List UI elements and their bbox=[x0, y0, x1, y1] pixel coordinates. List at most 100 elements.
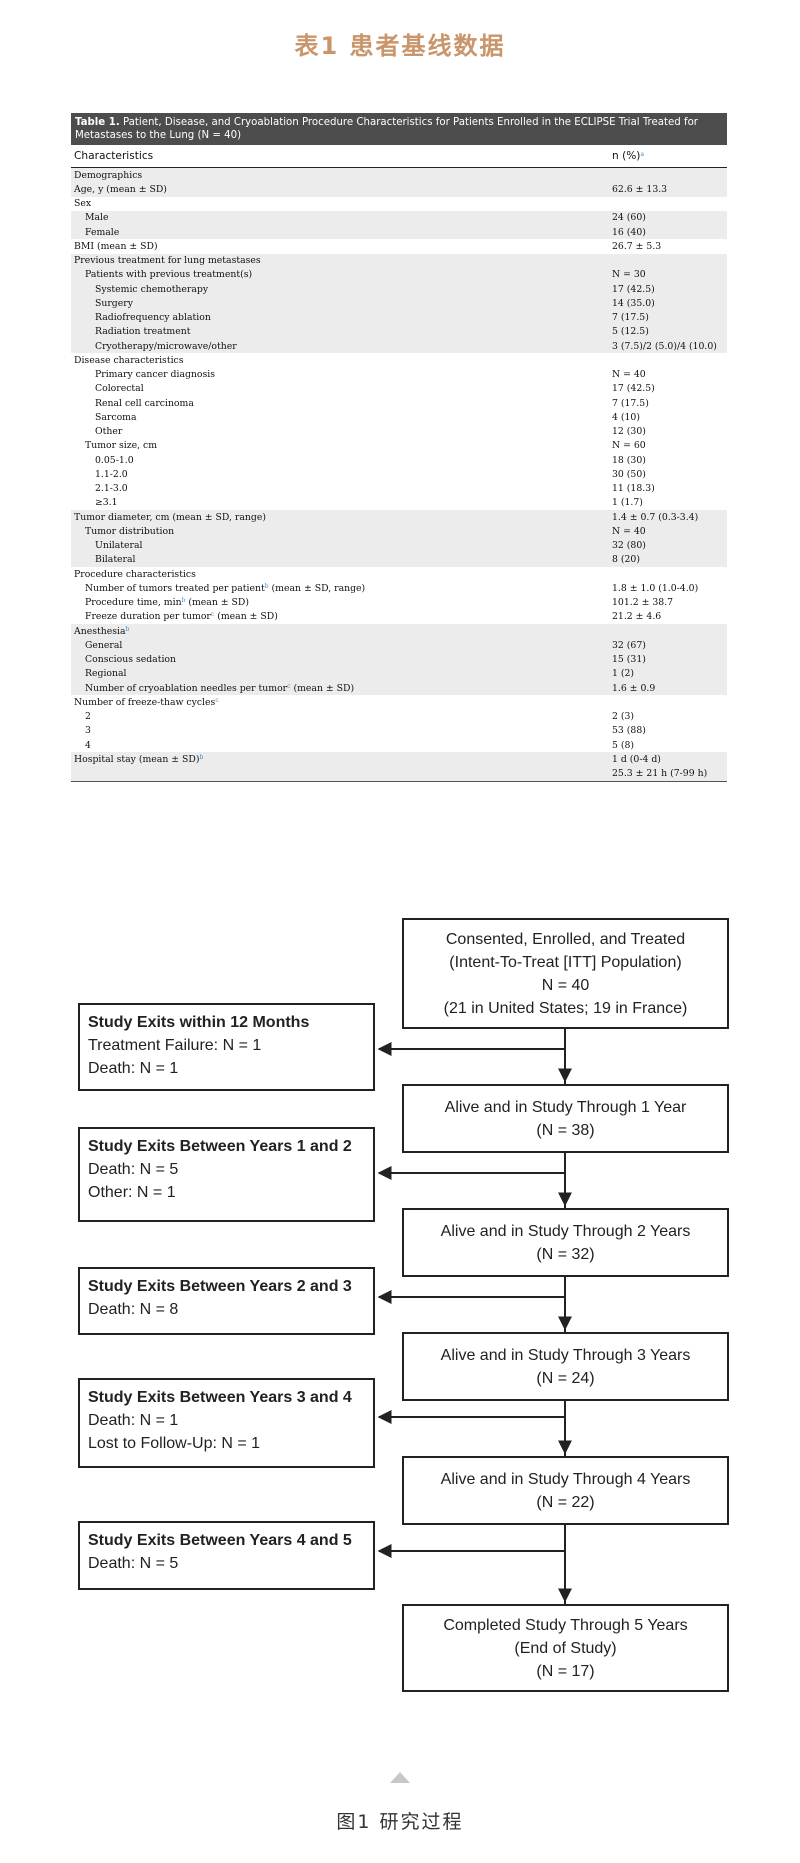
characteristic-label: Tumor distribution bbox=[85, 525, 175, 537]
value-cell: 3 (7.5)/2 (5.0)/4 (10.0) bbox=[609, 339, 727, 354]
value-cell: 7 (17.5) bbox=[612, 397, 649, 409]
characteristic-label: Freeze duration per tumor bbox=[85, 611, 211, 623]
characteristic-label: Sex bbox=[74, 198, 92, 210]
characteristic-cell: Number of cryoablation needles per tumor… bbox=[71, 681, 609, 696]
value-cell: 18 (30) bbox=[612, 454, 646, 466]
exit-box-years-2-3: Study Exits Between Years 2 and 3 Death:… bbox=[78, 1267, 375, 1335]
col-characteristics-header: Characteristics bbox=[71, 145, 609, 168]
characteristic-cell: Procedure characteristics bbox=[71, 567, 609, 581]
caret-up-icon bbox=[390, 1772, 410, 1783]
characteristic-cell: Patients with previous treatment(s) bbox=[71, 267, 609, 282]
value-cell bbox=[609, 624, 727, 639]
value-cell: 12 (30) bbox=[612, 426, 646, 438]
characteristic-cell: Bilateral bbox=[71, 552, 609, 567]
flow-box-line: (Intent-To-Treat [ITT] Population) bbox=[449, 953, 682, 971]
characteristic-cell: General bbox=[71, 638, 609, 653]
characteristic-label: Male bbox=[85, 212, 109, 224]
characteristic-cell: Tumor diameter, cm (mean ± SD, range) bbox=[71, 510, 609, 525]
exit-box-heading: Study Exits Between Years 1 and 2 bbox=[88, 1138, 352, 1155]
characteristic-label: Tumor diameter, cm (mean ± SD, range) bbox=[74, 511, 266, 523]
table-row: Number of freeze-thaw cyclesc bbox=[71, 695, 727, 709]
characteristic-label: 0.05-1.0 bbox=[95, 454, 134, 466]
characteristic-cell: Tumor size, cm bbox=[71, 439, 609, 453]
exit-box-line: Death: N = 8 bbox=[88, 1301, 179, 1318]
characteristic-label: Number of tumors treated per patient bbox=[85, 582, 265, 594]
characteristic-label: 2 bbox=[85, 711, 91, 723]
characteristic-cell: Colorectal bbox=[71, 382, 609, 396]
table-row: 0.05-1.0 18 (30) bbox=[71, 453, 727, 467]
table-row: 2 2 (3) bbox=[71, 710, 727, 724]
characteristic-label: General bbox=[85, 639, 123, 651]
characteristic-cell: BMI (mean ± SD) bbox=[71, 239, 609, 253]
table-caption-label: Table 1. bbox=[75, 117, 120, 128]
value-cell: 26.7 ± 5.3 bbox=[612, 240, 662, 252]
table-caption: Table 1. Patient, Disease, and Cryoablat… bbox=[71, 113, 727, 145]
value-cell: 16 (40) bbox=[609, 225, 727, 240]
characteristic-label: Disease characteristics bbox=[74, 354, 184, 366]
value-cell: 15 (31) bbox=[609, 652, 727, 667]
flow-box-year-2: Alive and in Study Through 2 Years (N = … bbox=[402, 1208, 729, 1277]
characteristic-cell: Systemic chemotherapy bbox=[71, 282, 609, 297]
characteristic-label: Age, y (mean ± SD) bbox=[74, 183, 167, 195]
table-row: Procedure characteristics bbox=[71, 567, 727, 581]
characteristic-label: 1.1-2.0 bbox=[95, 468, 128, 480]
value-cell: 32 (67) bbox=[609, 638, 727, 653]
characteristic-cell: Tumor distribution bbox=[71, 524, 609, 539]
characteristic-cell: Disease characteristics bbox=[71, 353, 609, 367]
characteristic-label: Patients with previous treatment(s) bbox=[85, 269, 253, 281]
characteristic-cell: 2 bbox=[71, 710, 609, 724]
page-title: 表1 患者基线数据 bbox=[294, 32, 506, 60]
col-value-footnote: a bbox=[640, 151, 645, 158]
characteristic-cell: Freeze duration per tumorc (mean ± SD) bbox=[71, 610, 609, 624]
table-row: Tumor distribution N = 40 bbox=[71, 524, 727, 539]
characteristic-cell: Anesthesiab bbox=[71, 624, 609, 639]
value-cell: 1.6 ± 0.9 bbox=[609, 681, 727, 696]
characteristic-label: Systemic chemotherapy bbox=[95, 283, 209, 295]
footnote-marker: b bbox=[125, 625, 130, 633]
value-cell: 25.3 ± 21 h (7-99 h) bbox=[609, 766, 727, 782]
table-row: Previous treatment for lung metastases bbox=[71, 253, 727, 268]
characteristic-cell: 0.05-1.0 bbox=[71, 453, 609, 467]
characteristic-label: Cryotherapy/microwave/other bbox=[95, 340, 237, 352]
value-cell: 8 (20) bbox=[609, 552, 727, 567]
table-row: Number of cryoablation needles per tumor… bbox=[71, 681, 727, 696]
col-value-header: n (%)a bbox=[609, 145, 727, 168]
footnote-marker: c bbox=[215, 696, 219, 704]
exit-box-line: Death: N = 5 bbox=[88, 1555, 179, 1572]
characteristic-label: ≥3.1 bbox=[95, 497, 118, 509]
flow-box-line: (N = 17) bbox=[536, 1662, 595, 1680]
characteristic-label: Surgery bbox=[95, 297, 133, 309]
footnote-marker: b bbox=[264, 582, 269, 590]
characteristic-cell: Number of tumors treated per patientb (m… bbox=[71, 581, 609, 595]
characteristic-cell bbox=[71, 766, 609, 782]
characteristic-label: Radiation treatment bbox=[95, 326, 191, 338]
flow-box-year-4: Alive and in Study Through 4 Years (N = … bbox=[402, 1456, 729, 1525]
flow-box-year-1: Alive and in Study Through 1 Year (N = 3… bbox=[402, 1084, 729, 1153]
value-cell bbox=[609, 167, 727, 183]
characteristic-cell: 4 bbox=[71, 738, 609, 752]
value-cell: 2 (3) bbox=[612, 711, 635, 723]
value-cell: 4 (10) bbox=[612, 411, 640, 423]
table-row: Patients with previous treatment(s)N = 3… bbox=[71, 267, 727, 282]
flow-box-line: (N = 32) bbox=[536, 1245, 595, 1263]
characteristic-cell: Procedure time, minb (mean ± SD) bbox=[71, 596, 609, 610]
col-value-label: n (%) bbox=[612, 150, 641, 162]
characteristic-cell: ≥3.1 bbox=[71, 496, 609, 510]
flow-box-line: Alive and in Study Through 3 Years bbox=[440, 1346, 691, 1364]
characteristic-cell: Male bbox=[71, 210, 609, 225]
characteristic-label: Primary cancer diagnosis bbox=[95, 369, 216, 381]
table-row: Sex bbox=[71, 197, 727, 211]
characteristic-suffix: (mean ± SD) bbox=[290, 682, 355, 694]
value-cell: N = 40 bbox=[609, 524, 727, 539]
